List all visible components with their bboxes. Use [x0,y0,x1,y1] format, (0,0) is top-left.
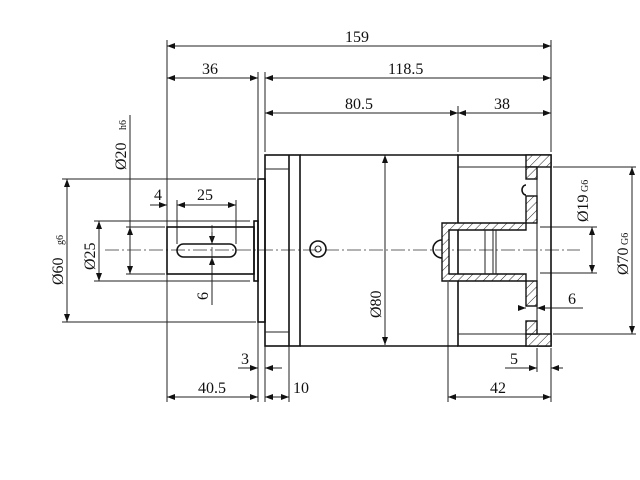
dim-body-main: 80.5 [345,96,373,113]
dim-shaft-extension: 40.5 [198,380,226,397]
lube-plug [309,240,327,258]
dim-body-dia: Ø80 [368,290,385,318]
dim-collar-dia: Ø25 [82,242,99,270]
key-slot [176,243,237,258]
dim-key-width: 6 [195,292,212,300]
dim-flange-thickness: 10 [293,380,309,397]
pilot [257,178,266,323]
output-side [432,154,552,347]
dim-key-length: 25 [197,187,213,204]
dim-overall-length: 159 [345,29,369,46]
gearbox-body [300,154,458,347]
dim-output-wall: 6 [568,291,576,308]
dim-output-depth: 42 [490,380,506,397]
dimension-labels: 159 36 118.5 80.5 38 Ø20 h6 Ø60 g6 Ø25 4… [50,29,632,397]
extension-lines [62,40,636,402]
dim-pilot-dia: Ø60 [50,257,67,285]
dim-input-shaft-tol: h6 [118,120,129,130]
dim-pilot-tol: g6 [55,235,66,245]
dim-output-pilot-dia: Ø70 [615,247,632,275]
dim-output-face: 5 [510,351,518,368]
dim-flange-step: 3 [241,351,249,368]
dim-bore-dia: Ø19 [575,194,592,222]
dim-input-shaft-dia: Ø20 [113,142,130,170]
dim-body-length: 118.5 [388,61,423,78]
input-side [166,154,301,347]
input-shaft [166,226,255,275]
dim-output-pilot-tol: G6 [620,233,631,245]
dim-bore-tol: G6 [580,180,591,192]
dim-key-offset: 4 [154,187,162,204]
dimension-lines [64,43,635,400]
dim-output-section: 38 [494,96,510,113]
input-flange [264,154,301,347]
dim-input-section: 36 [202,61,218,78]
